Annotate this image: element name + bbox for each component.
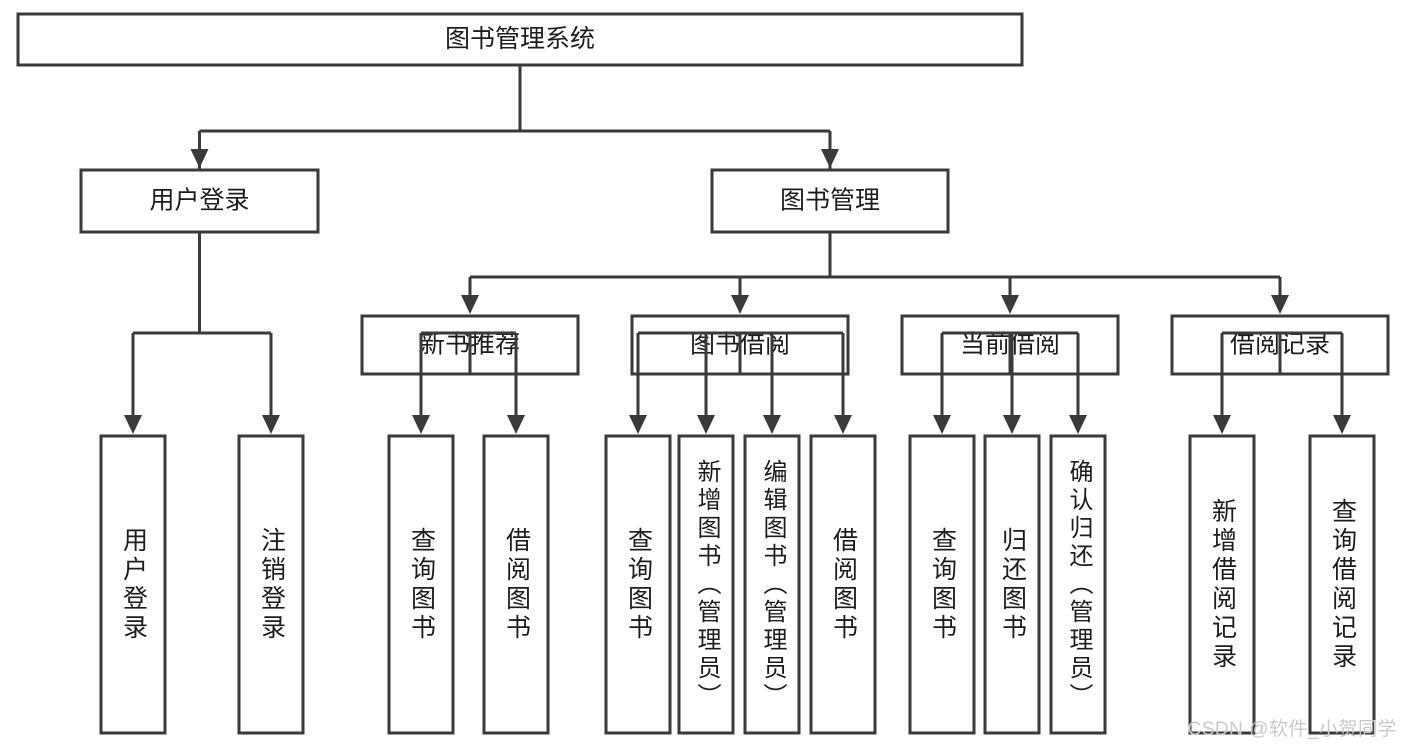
arrow-head-icon — [629, 415, 647, 434]
arrow-head-icon — [933, 415, 951, 434]
node-rect — [710, 168, 950, 234]
node-rect — [1188, 434, 1256, 735]
arrow-head-icon — [834, 415, 852, 434]
arrow-head-icon — [262, 415, 280, 434]
node-root-label: 图书管理系统 — [445, 25, 595, 53]
node-rect — [387, 434, 455, 735]
node-rect — [99, 434, 167, 735]
arrow-head-icon — [1333, 415, 1351, 434]
node-rect — [1308, 434, 1376, 735]
node-rect — [677, 434, 735, 735]
arrow-head-icon — [507, 415, 525, 434]
arrow-head-icon — [731, 295, 749, 314]
node-leaf-10[interactable] — [983, 434, 1041, 735]
node-rect — [1049, 434, 1107, 735]
node-leaf-11[interactable] — [1049, 434, 1107, 735]
node-rect — [16, 12, 1024, 67]
arrow-head-icon — [124, 415, 142, 434]
node-leaf-6[interactable] — [677, 434, 735, 735]
arrow-head-icon — [190, 149, 209, 168]
node-rect — [482, 434, 550, 735]
node-rect — [983, 434, 1041, 735]
node-leaf-12[interactable] — [1188, 434, 1256, 735]
node-leaf-3[interactable] — [387, 434, 455, 735]
node-leaf-1[interactable] — [99, 434, 167, 735]
node-leaf-2[interactable] — [237, 434, 305, 735]
arrow-head-icon — [697, 415, 715, 434]
node-leaf-9[interactable] — [908, 434, 976, 735]
node-rect — [79, 168, 320, 234]
watermark-text: CSDN @软件_小贺同学 — [1187, 719, 1397, 740]
node-level2-1[interactable] — [79, 168, 320, 234]
arrow-head-icon — [1001, 295, 1019, 314]
arrow-head-icon — [1271, 295, 1289, 314]
node-leaf-7[interactable] — [743, 434, 801, 735]
node-level2-2[interactable] — [710, 168, 950, 234]
arrow-head-icon — [412, 415, 430, 434]
node-rect — [908, 434, 976, 735]
arrow-head-icon — [1003, 415, 1021, 434]
node-rect — [809, 434, 877, 735]
arrow-head-icon — [461, 295, 479, 314]
arrow-head-icon — [1069, 415, 1087, 434]
node-rect — [237, 434, 305, 735]
node-root[interactable] — [16, 12, 1024, 67]
node-rect — [743, 434, 801, 735]
node-leaf-13[interactable] — [1308, 434, 1376, 735]
node-leaf-8[interactable] — [809, 434, 877, 735]
arrow-head-icon — [821, 149, 839, 168]
node-rect — [604, 434, 672, 735]
arrow-head-icon — [763, 415, 781, 434]
node-level2-label-2: 图书管理 — [780, 187, 880, 215]
node-leaf-5[interactable] — [604, 434, 672, 735]
node-level2-label-1: 用户登录 — [149, 187, 249, 215]
arrow-head-icon — [1213, 415, 1231, 434]
node-leaf-4[interactable] — [482, 434, 550, 735]
